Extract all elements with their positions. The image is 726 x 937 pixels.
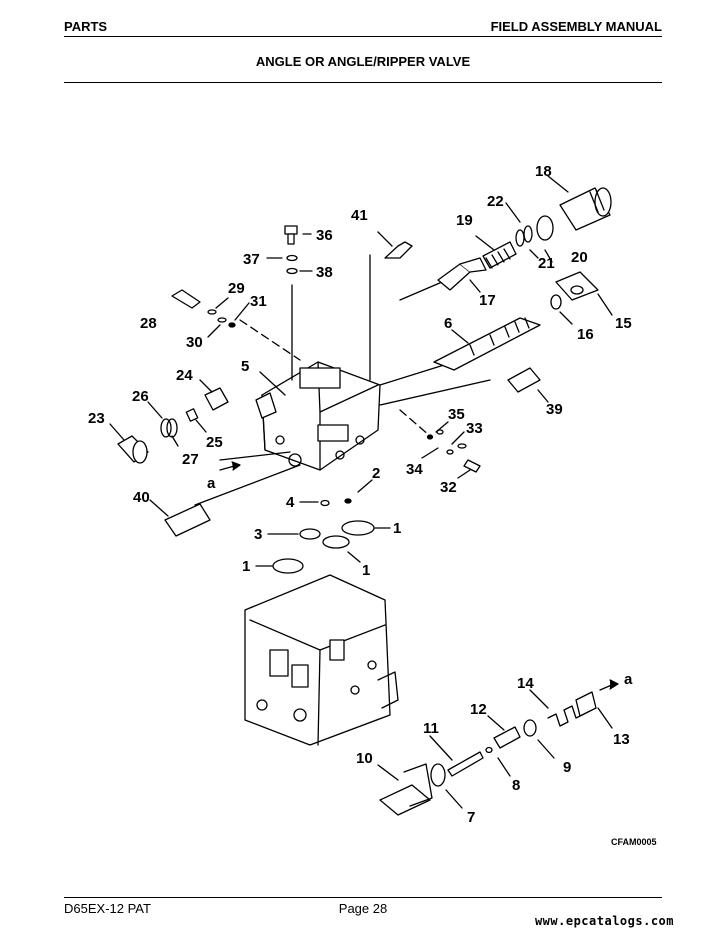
title-divider [64,82,662,83]
callout-25: 25 [206,434,223,451]
header-manual-title: FIELD ASSEMBLY MANUAL [490,19,662,34]
callout-4: 4 [286,494,295,511]
footer-model: D65EX-12 PAT [64,901,151,916]
footer-divider [64,897,662,898]
callout-19: 19 [456,212,473,229]
callout-7: 7 [467,809,475,826]
figure-code: CFAM0005 [611,837,657,847]
callout-10: 10 [356,750,373,767]
callout-36: 36 [316,227,333,244]
callout-30: 30 [186,334,203,351]
callout-8: 8 [512,777,520,794]
page-title: ANGLE OR ANGLE/RIPPER VALVE [255,54,471,69]
callout-38: 38 [316,264,333,281]
callout-15: 15 [615,315,632,332]
callout-40: 40 [133,489,150,506]
callout-14: 14 [517,675,534,692]
callout-37: 37 [243,251,260,268]
callout-a-right: a [624,671,633,688]
callout-20: 20 [571,249,588,266]
callout-31: 31 [250,293,267,310]
callout-27: 27 [182,451,199,468]
header-section: PARTS [64,19,108,34]
callout-a-left: a [207,475,216,492]
callout-28: 28 [140,315,157,332]
callout-13: 13 [613,731,630,748]
callout-41: 41 [351,207,368,224]
callout-23: 23 [88,410,105,427]
callout-16: 16 [577,326,594,343]
callout-29: 29 [228,280,245,297]
callout-24: 24 [176,367,193,384]
callout-18: 18 [535,163,552,180]
callout-3: 3 [254,526,262,543]
callout-5: 5 [241,358,249,375]
callout-32: 32 [440,479,457,496]
callout-1c: 1 [242,558,250,575]
callout-34: 34 [406,461,423,478]
callout-1b: 1 [362,562,370,579]
callout-39: 39 [546,401,563,418]
callout-1a: 1 [393,520,401,537]
callout-22: 22 [487,193,504,210]
callout-6: 6 [444,315,452,332]
header-divider [64,36,662,37]
callout-2: 2 [372,465,380,482]
callout-21: 21 [538,255,555,272]
callout-12: 12 [470,701,487,718]
callout-35: 35 [448,406,465,423]
page-number: Page 28 [338,901,388,916]
callout-9: 9 [563,759,571,776]
callout-17: 17 [479,292,496,309]
callout-11: 11 [423,720,439,737]
callout-26: 26 [132,388,149,405]
callout-33: 33 [466,420,483,437]
watermark: www.epcatalogs.com [534,914,674,928]
